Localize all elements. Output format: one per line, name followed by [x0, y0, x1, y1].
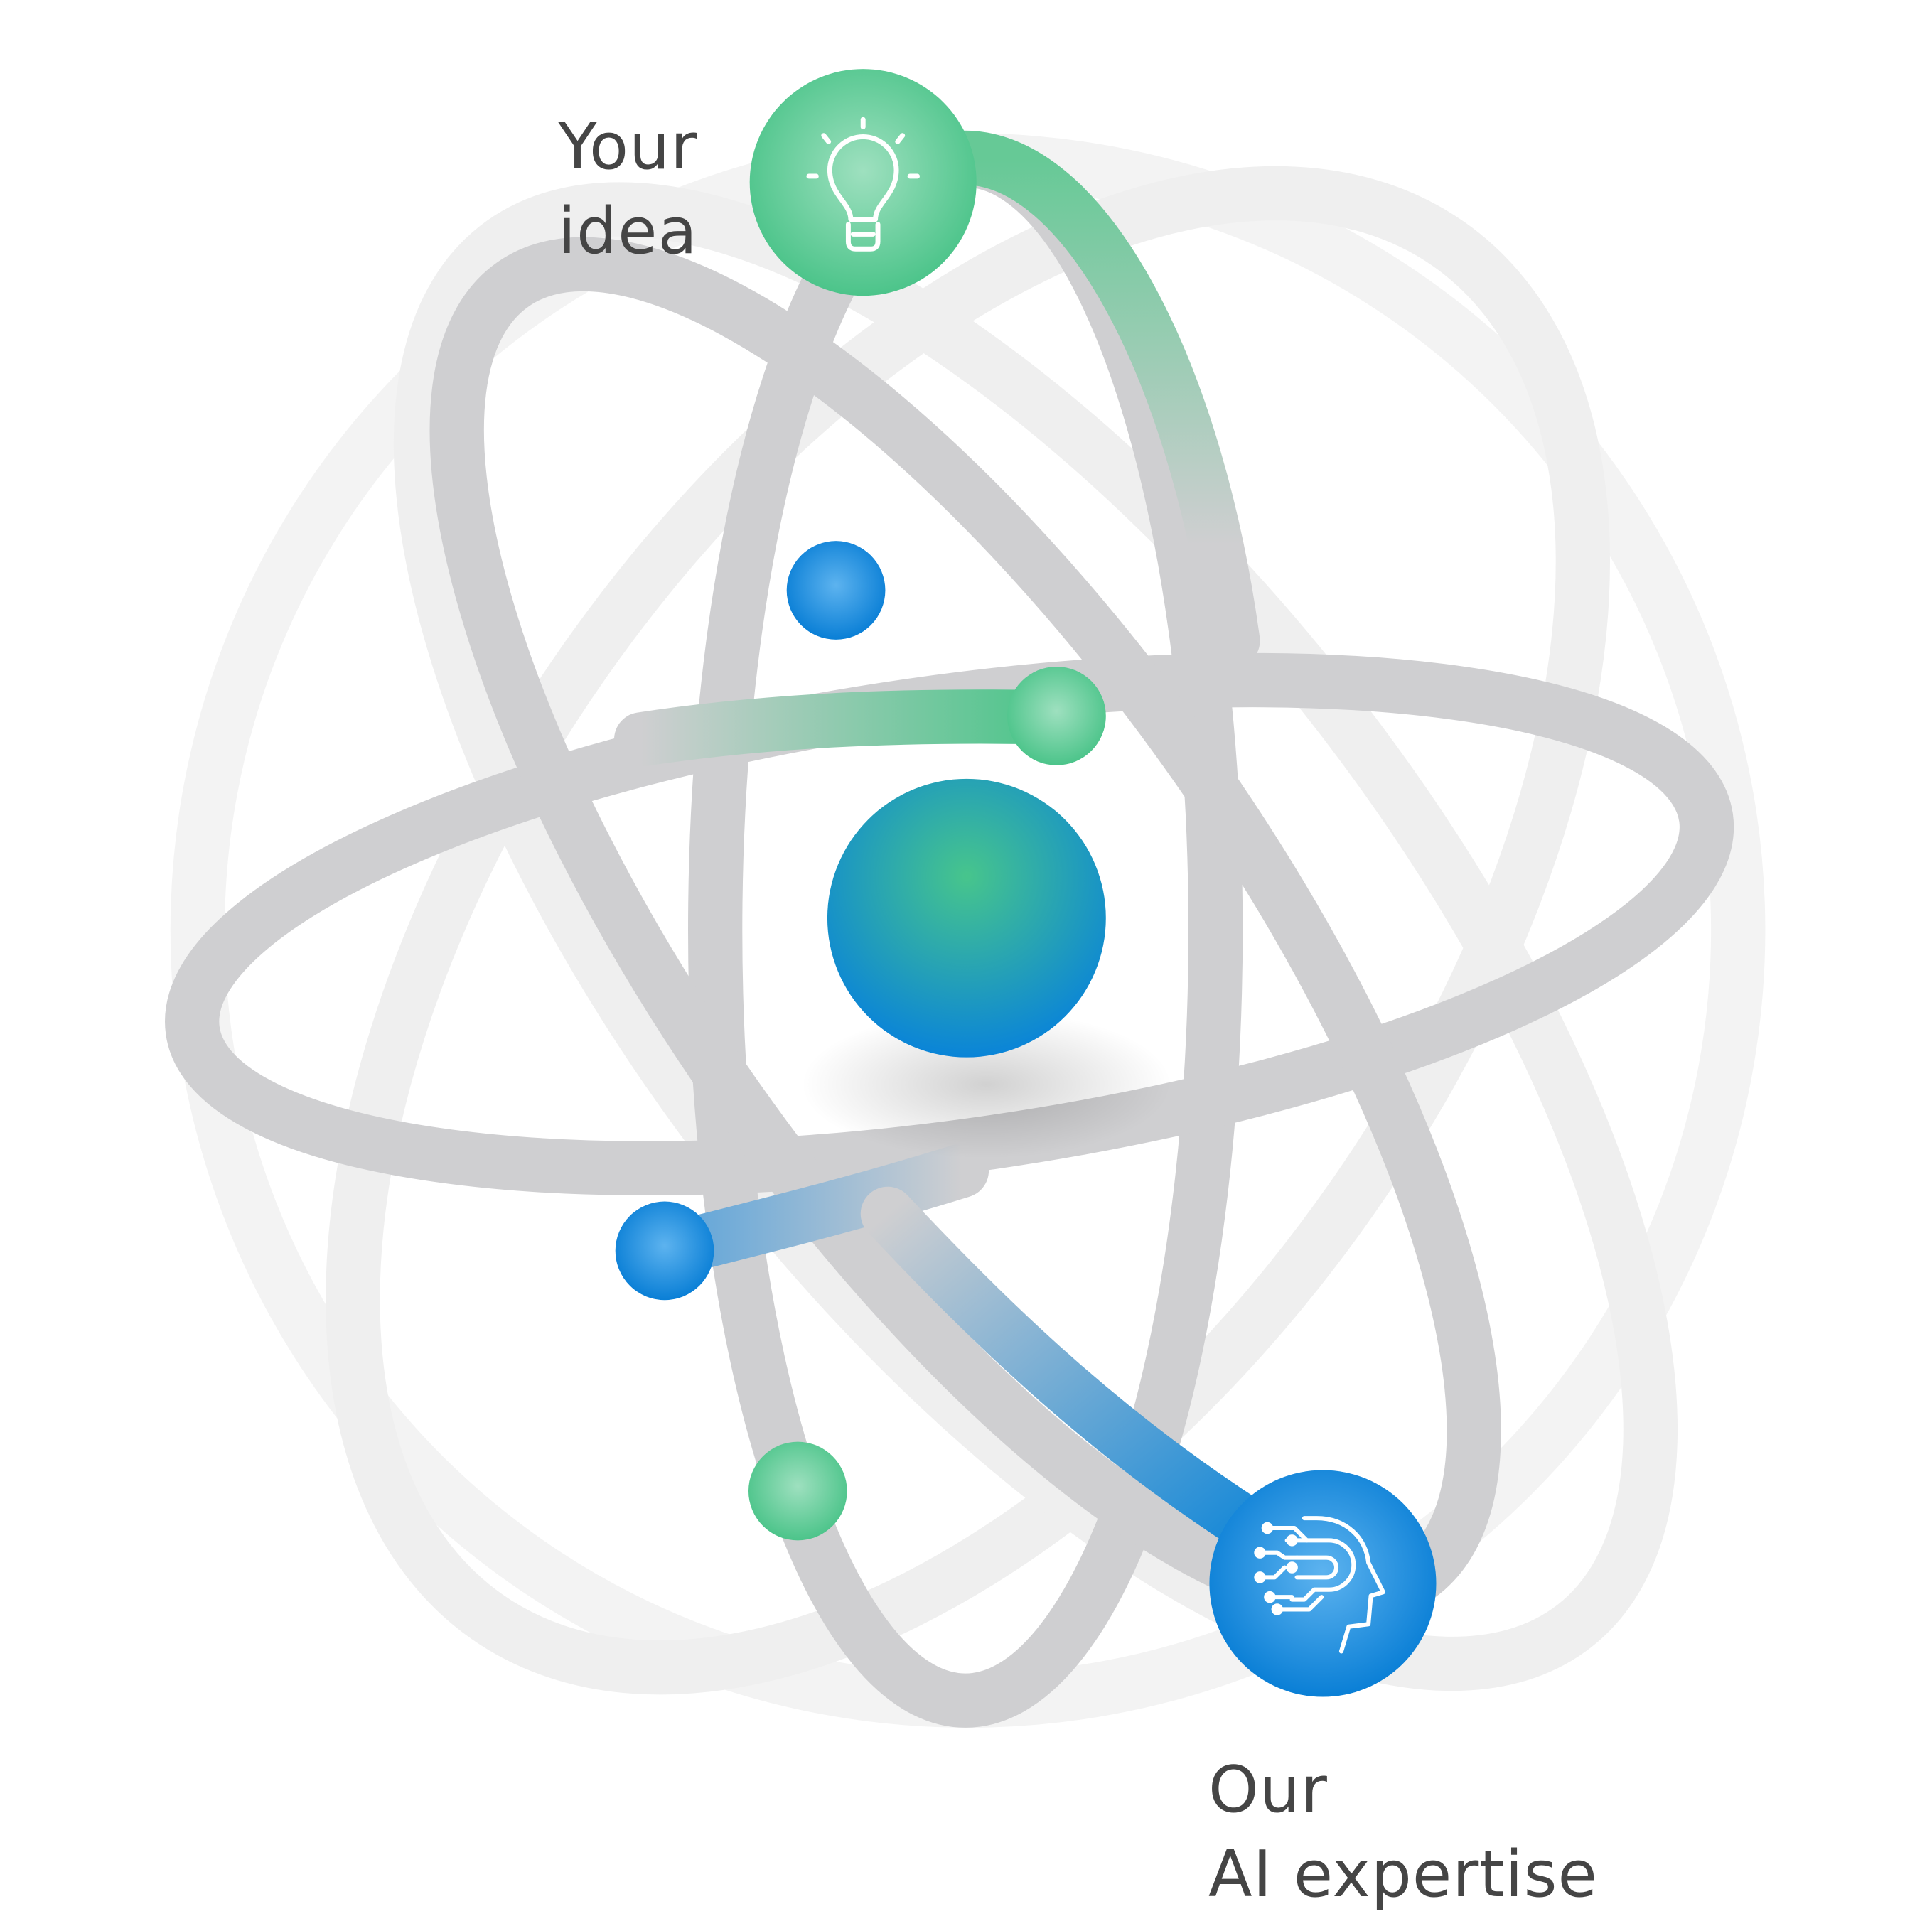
idea-label-line2: idea [558, 193, 698, 269]
electron-green-mid [1007, 667, 1106, 765]
nucleus [827, 778, 1106, 1058]
ai-label: Our AI expertise [1208, 1748, 1598, 1917]
electron-blue-upper [786, 541, 886, 640]
ai-label-line2: AI expertise [1208, 1836, 1598, 1912]
faint-orbit-diagonal-a [326, 166, 1610, 1695]
ai-node-circle [1209, 1470, 1437, 1697]
lightbulb-icon [806, 117, 920, 252]
idea-node-circle [749, 69, 977, 296]
idea-label-line1: Your [558, 109, 698, 184]
trail-blue-bottom [860, 1186, 1309, 1574]
trail-green-top [937, 130, 1260, 668]
idea-label: Your idea [558, 105, 698, 274]
electron-blue-lower [615, 1201, 714, 1301]
ai-label-line1: Our [1208, 1753, 1328, 1827]
idea-node [749, 69, 977, 296]
nucleus-shadow [801, 1010, 1171, 1158]
trail-green-mid [613, 689, 1069, 767]
ai-node [1209, 1470, 1437, 1697]
electron-green-lower [748, 1441, 847, 1541]
ai-head-icon [1254, 1516, 1385, 1654]
